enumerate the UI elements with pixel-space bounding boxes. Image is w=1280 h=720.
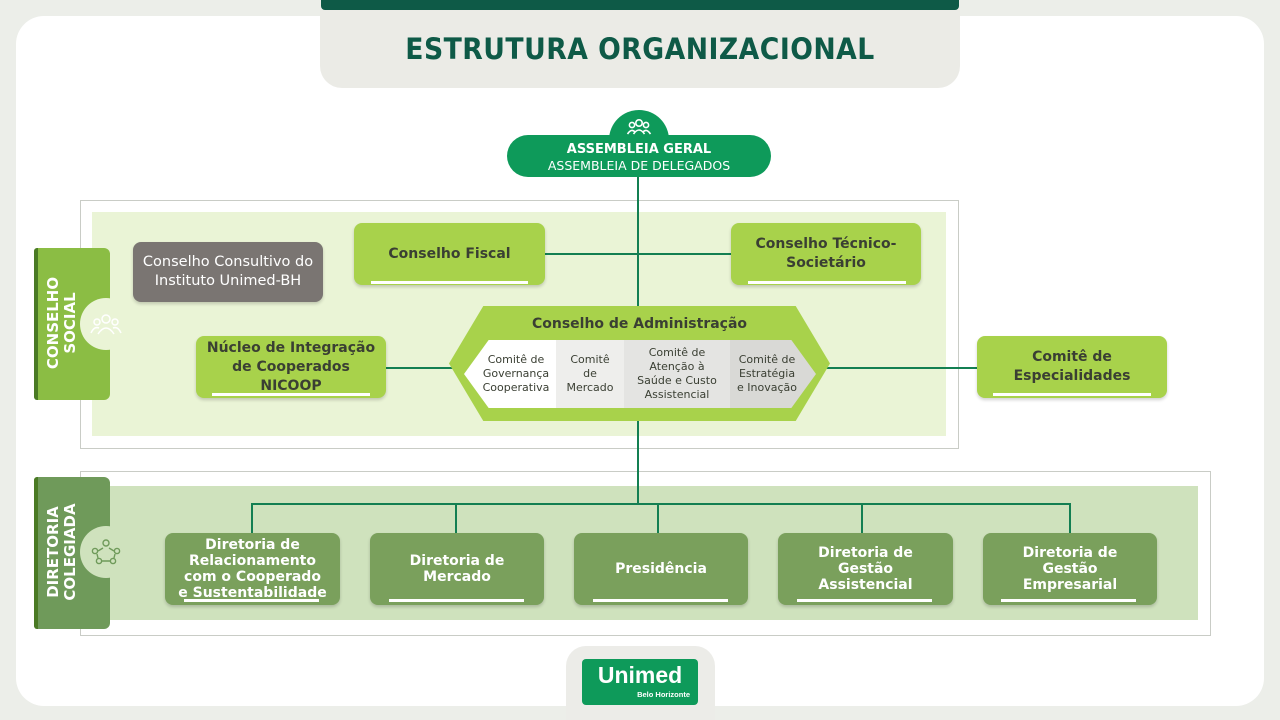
conselho-social-icon-circle — [80, 298, 132, 350]
comite-mercado-label: Comitê de Mercado — [566, 353, 614, 394]
conselho-administracao-title: Conselho de Administração — [531, 316, 748, 332]
unimed-logo: Unimed Belo Horizonte — [582, 659, 698, 705]
diretoria-mercado-label: Diretoria de Mercado — [409, 553, 505, 585]
branch-drop-4 — [861, 503, 863, 534]
diretoria-colegiada-label: DIRETORIA COLEGIADA — [44, 492, 79, 612]
diretoria-gestao-assistencial-box: Diretoria de Gestão Assistencial — [778, 533, 953, 605]
presidencia-label: Presidência — [615, 560, 707, 577]
assembleia-delegados-label: ASSEMBLEIA DE DELEGADOS — [547, 158, 731, 173]
diretoria-branch-line — [251, 503, 1071, 505]
diretoria-mercado-underline — [389, 599, 524, 602]
comite-especialidades-underline — [993, 393, 1151, 396]
top-accent-bar — [321, 0, 959, 10]
diretoria-gestao-empresarial-box: Diretoria de Gestão Empresarial — [983, 533, 1157, 605]
label-line-1: DIRETORIA — [44, 506, 62, 598]
assembleia-geral-label: ASSEMBLEIA GERAL — [566, 142, 712, 157]
branch-drop-3 — [657, 503, 659, 534]
presidencia-box: Presidência — [574, 533, 748, 605]
team-network-icon — [91, 539, 121, 565]
conselho-fiscal-box: Conselho Fiscal — [354, 223, 545, 285]
diretoria-gestao-empresarial-underline — [1001, 599, 1136, 602]
tab-stripe — [34, 248, 38, 400]
diretoria-relacionamento-box: Diretoria de Relacionamento com o Cooper… — [165, 533, 340, 605]
comite-governanca: Comitê de Governança Cooperativa — [476, 340, 556, 408]
conselho-tecnico-box: Conselho Técnico-Societário — [731, 223, 921, 285]
nicoop-box: Núcleo de Integração de Cooperados NICOO… — [196, 336, 386, 398]
comite-estrategia-label: Comitê de Estratégia e Inovação — [737, 353, 797, 394]
logo-subtitle: Belo Horizonte — [637, 690, 690, 699]
conselho-consultivo-label: Conselho Consultivo do Instituto Unimed-… — [142, 254, 314, 289]
title-tab — [320, 10, 960, 88]
diretoria-gestao-assistencial-label: Diretoria de Gestão Assistencial — [818, 545, 913, 593]
presidencia-underline — [593, 599, 728, 602]
comite-atencao-saude-label: Comitê de Atenção à Saúde e Custo Assist… — [637, 346, 717, 401]
conselho-tecnico-label: Conselho Técnico-Societário — [755, 236, 897, 271]
nicoop-label: Núcleo de Integração de Cooperados NICOO… — [206, 339, 376, 394]
diretoria-gestao-assistencial-underline — [797, 599, 932, 602]
assembleia-geral-box: ASSEMBLEIA GERAL ASSEMBLEIA DE DELEGADOS — [507, 135, 771, 177]
diretoria-gestao-empresarial-label: Diretoria de Gestão Empresarial — [1022, 545, 1118, 593]
comite-mercado: Comitê de Mercado — [558, 340, 622, 408]
nicoop-line — [386, 367, 456, 369]
conselho-social-label: CONSELHO SOCIAL — [44, 263, 79, 383]
conselho-tecnico-underline — [748, 281, 906, 284]
comite-atencao-saude: Comitê de Atenção à Saúde e Custo Assist… — [624, 340, 730, 408]
conselho-fiscal-underline — [371, 281, 528, 284]
diretoria-icon-circle — [80, 526, 132, 578]
logo-brand: Unimed — [597, 662, 683, 688]
comite-especialidades-box: Comitê de Especialidades — [977, 336, 1167, 398]
comite-especialidades-label: Comitê de Especialidades — [1013, 349, 1131, 384]
label-line-2: COLEGIADA — [61, 503, 79, 601]
diretoria-relacionamento-label: Diretoria de Relacionamento com o Cooper… — [178, 537, 327, 601]
branch-drop-2 — [455, 503, 457, 534]
people-group-icon — [626, 119, 652, 135]
label-line-2: SOCIAL — [61, 292, 79, 354]
people-circle-icon — [90, 314, 122, 335]
diretoria-mercado-box: Diretoria de Mercado — [370, 533, 544, 605]
especialidades-line — [824, 367, 977, 369]
label-line-1: CONSELHO — [44, 276, 62, 370]
fiscal-tecnico-line — [545, 253, 731, 255]
nicoop-underline — [212, 393, 370, 396]
comite-governanca-label: Comitê de Governança Cooperativa — [482, 353, 550, 394]
branch-drop-1 — [251, 503, 253, 534]
conselho-consultivo-box: Conselho Consultivo do Instituto Unimed-… — [133, 242, 323, 302]
tab-stripe — [34, 477, 38, 629]
page-title: ESTRUTURA ORGANIZACIONAL — [405, 32, 875, 66]
conselho-fiscal-label: Conselho Fiscal — [388, 245, 511, 262]
branch-drop-5 — [1069, 503, 1071, 534]
comite-estrategia: Comitê de Estratégia e Inovação — [731, 340, 803, 408]
diretoria-relacionamento-underline — [184, 599, 319, 602]
